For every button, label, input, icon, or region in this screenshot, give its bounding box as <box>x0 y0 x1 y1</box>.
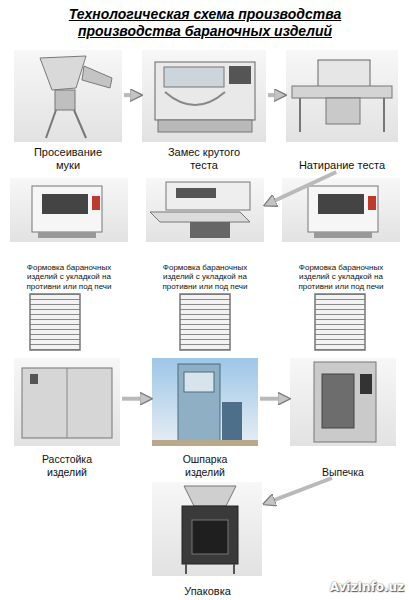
packer-body <box>182 506 238 564</box>
proofer-panel <box>30 374 38 384</box>
photo-panel <box>10 178 128 242</box>
proofer-cabinet <box>22 368 112 438</box>
process-step: Формовка бараночных изделий с укладкой н… <box>144 176 266 291</box>
forming-base <box>314 232 372 238</box>
tray-rack <box>180 294 230 350</box>
step-caption: Формовка бараночных изделий с укладкой н… <box>162 263 248 291</box>
step-caption: Выпечка <box>322 466 364 478</box>
forming-detail <box>92 196 100 210</box>
process-step: Упаковка <box>150 480 265 598</box>
oven-body <box>314 362 376 442</box>
flow-arrow <box>266 172 336 205</box>
tray-rack <box>315 294 365 350</box>
flow-arrow <box>122 397 150 401</box>
packer-hopper <box>184 486 236 506</box>
step-caption: Ошпарка изделий <box>169 453 241 478</box>
step-caption: Замес крутого теста <box>160 146 248 172</box>
scalder-cabinet <box>178 364 220 442</box>
step-caption: Формовка бараночных изделий с укладкой н… <box>298 263 384 291</box>
forming-machine <box>166 182 250 210</box>
photo-panel <box>282 178 400 242</box>
step-caption: Формовка бараночных изделий с укладкой н… <box>26 263 112 291</box>
packer-leg <box>185 564 187 574</box>
forming-conveyor <box>150 212 250 222</box>
sheeter-table <box>292 86 392 98</box>
forming-unit <box>318 194 364 214</box>
sheeter-leg <box>383 98 385 132</box>
photo-panel <box>14 358 120 446</box>
forming-stand <box>190 222 230 238</box>
mixer-body <box>155 62 255 120</box>
forming-base <box>38 232 96 238</box>
oven-control <box>360 374 372 394</box>
mixer-base <box>158 120 252 132</box>
sifter-leg <box>74 110 86 138</box>
scalder-unit <box>222 402 242 442</box>
photo-panel <box>286 50 398 142</box>
scalder-window <box>184 372 214 392</box>
process-step: Выпечка <box>288 356 398 478</box>
sifter-leg <box>46 110 56 138</box>
photo-panel <box>152 482 262 576</box>
sifter-chute <box>82 66 112 88</box>
process-step: Просеивание муки <box>12 48 124 172</box>
sifter-body <box>55 90 75 110</box>
photo-panel <box>152 358 258 446</box>
ground <box>152 440 258 446</box>
process-step: Формовка бараночных изделий с укладкой н… <box>8 176 130 291</box>
step-caption: Упаковка <box>184 585 231 598</box>
tray-rack <box>30 294 80 350</box>
mixer-bowl <box>165 92 225 105</box>
photo-panel <box>142 50 266 142</box>
photo-panel <box>146 178 264 242</box>
diagram-title: Технологическая схема производства произ… <box>40 6 370 40</box>
forming-unit <box>176 188 216 198</box>
mixer-control <box>229 66 251 84</box>
step-caption: Натирание теста <box>299 159 385 172</box>
photo-panel <box>290 358 396 446</box>
oven-door <box>322 374 354 428</box>
sheeter-rollers <box>318 60 370 88</box>
watermark: AvizInfo.uz <box>300 580 404 594</box>
packer-bagger <box>192 520 228 554</box>
packer-leg <box>233 564 235 574</box>
forming-machine <box>308 186 378 232</box>
process-step: Расстойка изделий <box>12 356 122 478</box>
flow-arrow <box>265 478 332 504</box>
process-step: Натирание теста <box>284 48 400 172</box>
sifter-hopper <box>40 56 86 90</box>
sheeter-leg <box>299 98 301 132</box>
process-step: Замес крутого теста <box>140 48 268 172</box>
flow-arrow <box>268 93 284 97</box>
sheeter-cabinet <box>326 98 360 124</box>
step-caption: Расстойка изделий <box>31 453 103 478</box>
process-step: Формовка бараночных изделий с укладкой н… <box>280 176 402 291</box>
forming-unit <box>42 194 88 214</box>
forming-machine <box>32 186 102 232</box>
step-caption: Просеивание муки <box>24 146 112 172</box>
forming-detail <box>368 196 376 210</box>
photo-panel <box>14 50 122 142</box>
flow-arrow <box>260 397 288 401</box>
flow-arrow <box>124 93 140 97</box>
process-step: Ошпарка изделий <box>150 356 260 478</box>
mixer-lid <box>164 67 224 87</box>
proofer-door <box>67 368 68 438</box>
